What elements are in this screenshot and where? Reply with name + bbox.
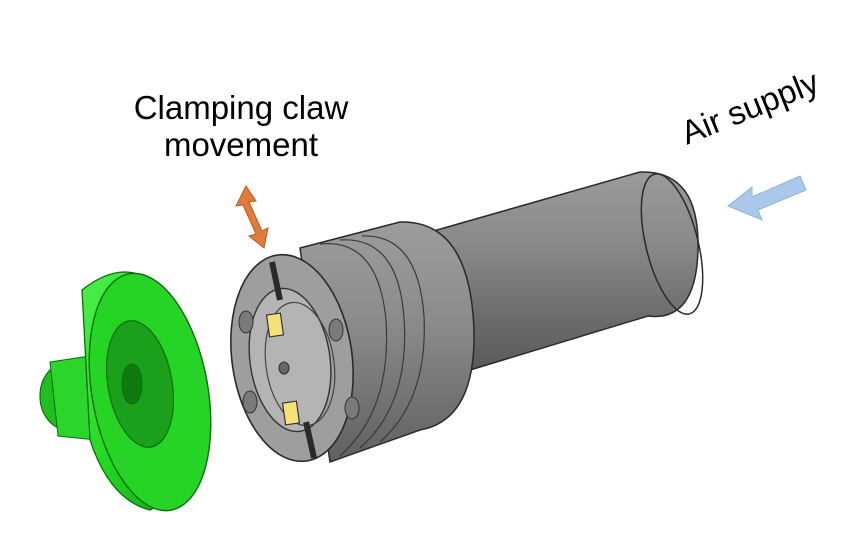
center-hole — [278, 361, 290, 375]
clamping-label-line1: Clamping claw — [133, 89, 349, 126]
clamping-claw-label: Clamping claw movement — [118, 89, 364, 164]
mounting-hole — [242, 390, 258, 414]
mounting-hole — [344, 396, 360, 420]
rear-cylinder — [429, 171, 704, 371]
mounting-hole — [238, 310, 254, 334]
clamping-claw — [265, 312, 285, 338]
air-supply-arrow-icon — [727, 175, 807, 221]
mounting-hole — [328, 318, 344, 342]
movement-arrow-icon — [235, 185, 269, 249]
clamping-claw — [281, 400, 301, 426]
gripper-front-face — [230, 253, 360, 463]
clamping-label-line2: movement — [163, 125, 319, 163]
green-workpiece — [39, 271, 212, 512]
